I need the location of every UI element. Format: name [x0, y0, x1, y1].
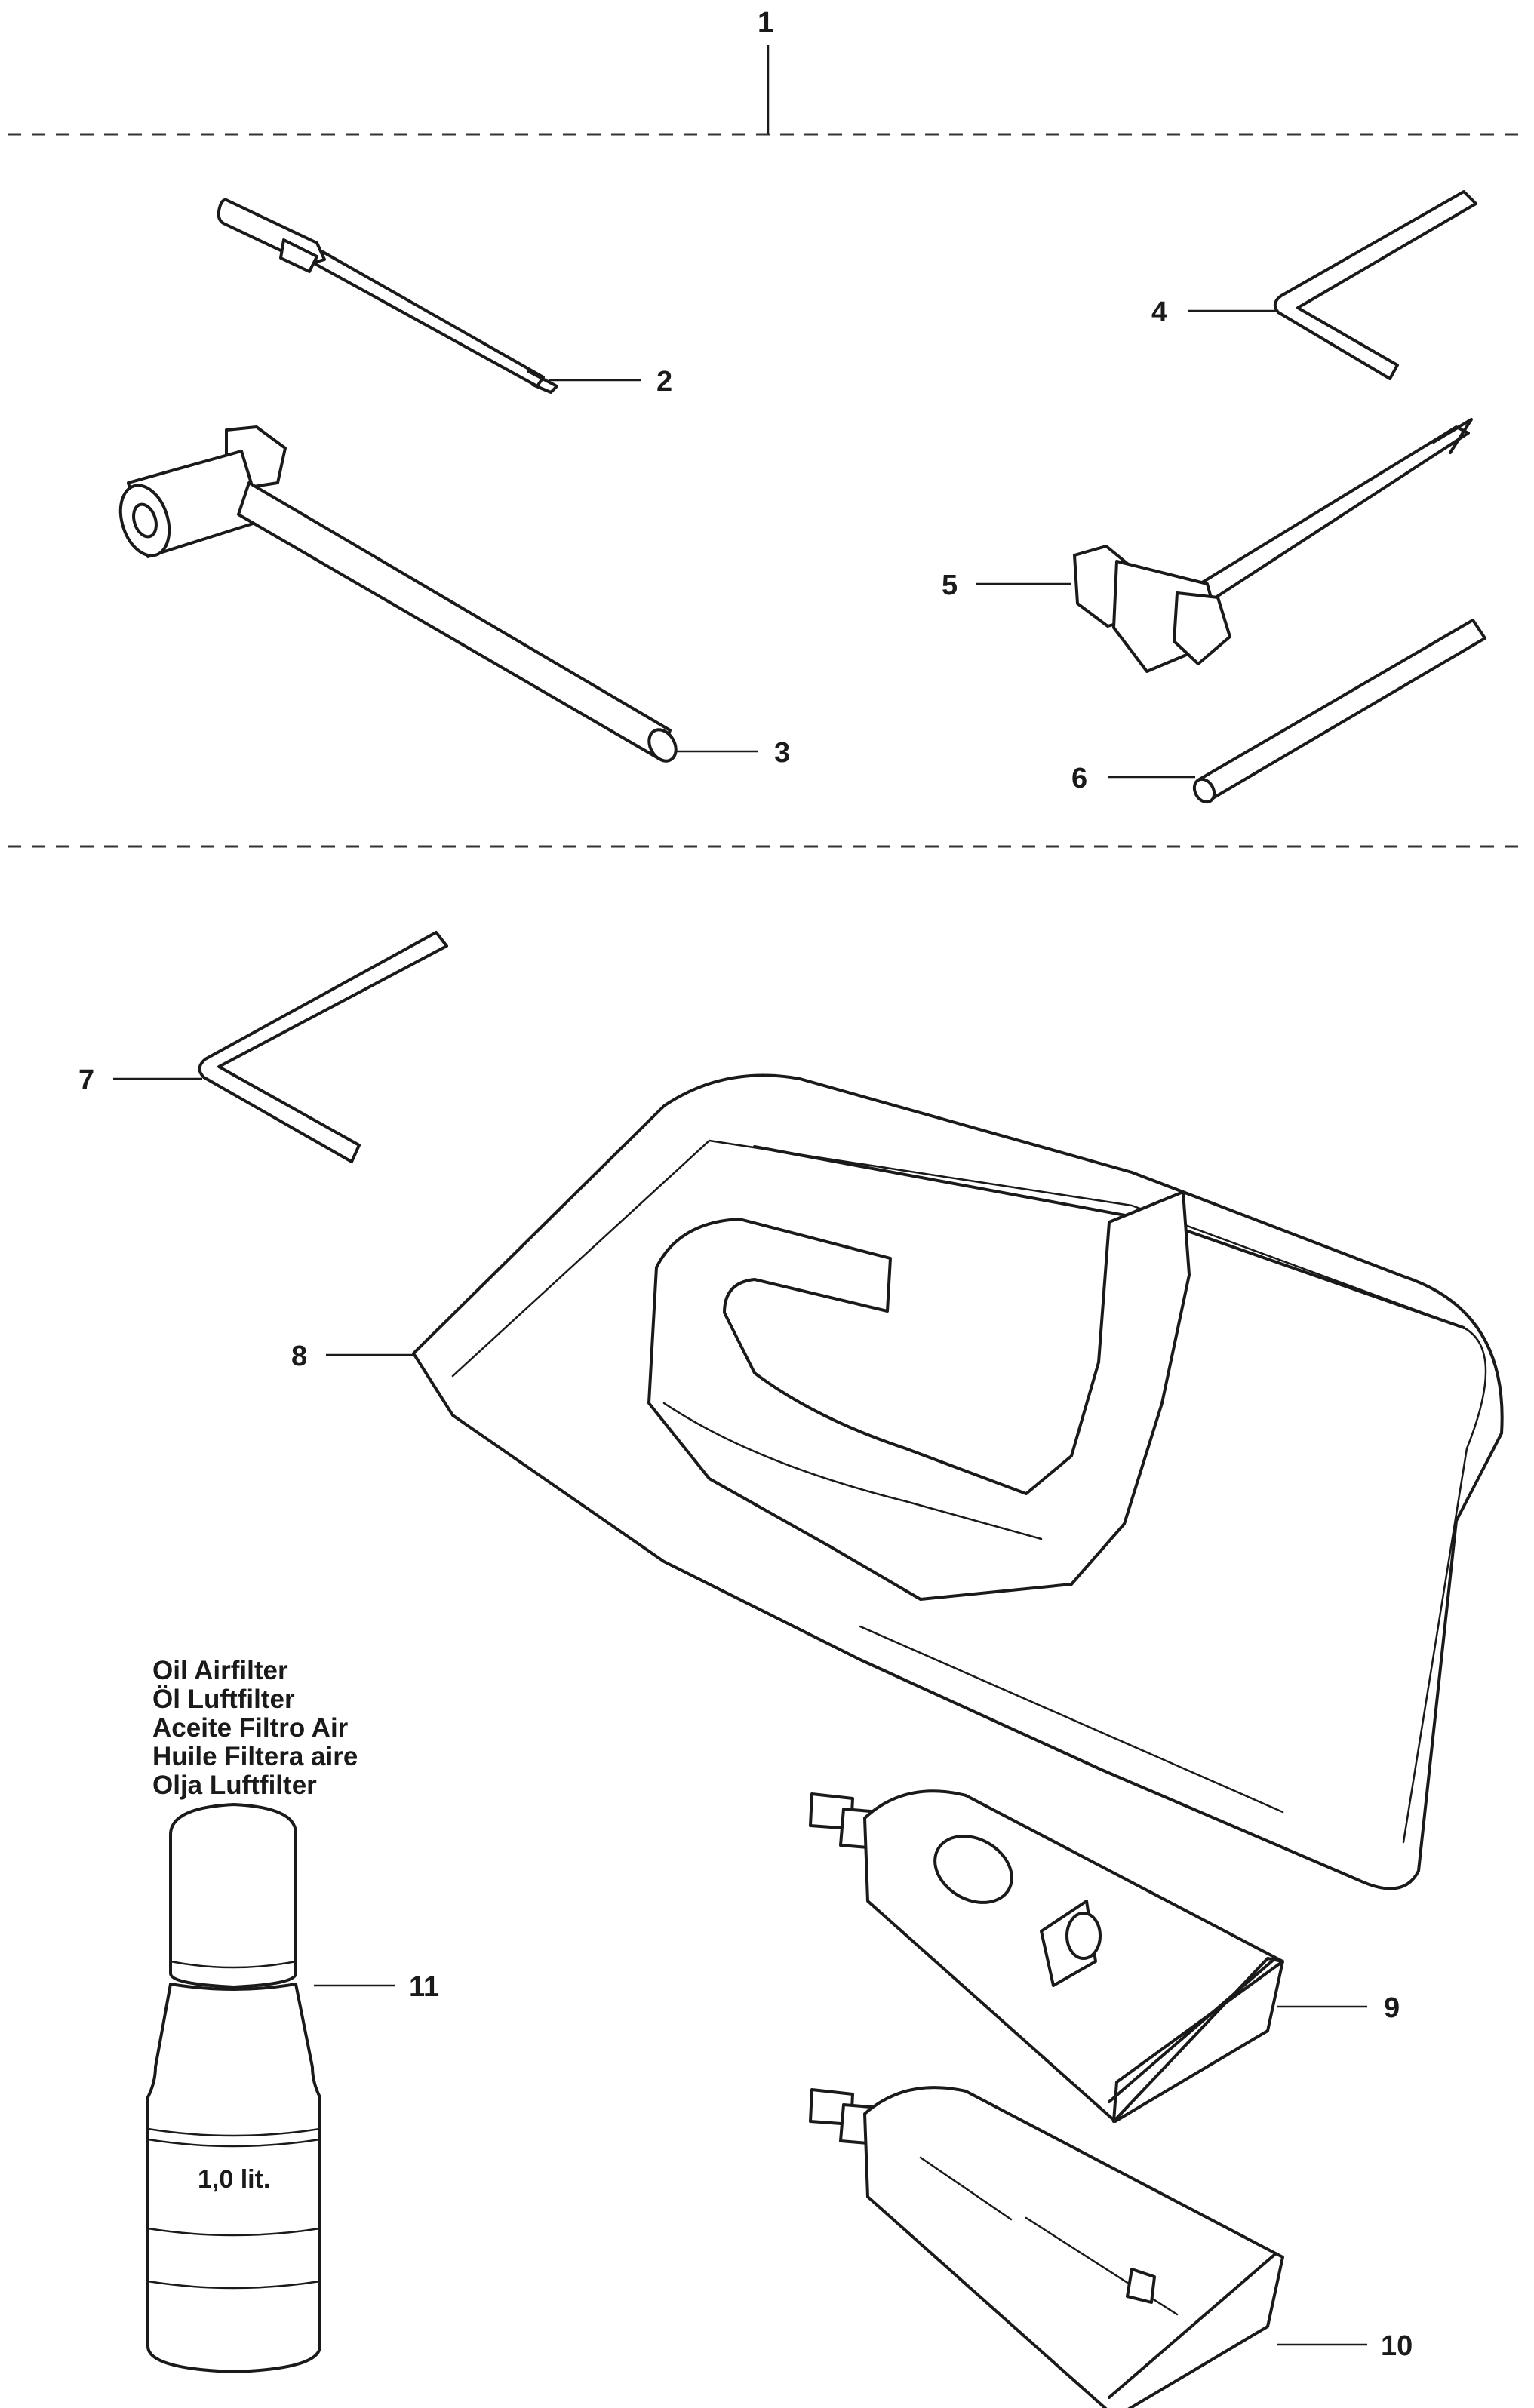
svg-text:8: 8: [291, 1341, 307, 1372]
svg-text:2: 2: [656, 366, 672, 398]
hex-key-icon: [1273, 190, 1477, 380]
tool-bag-icon: [412, 1073, 1504, 1890]
callout-11[interactable]: 11: [314, 1971, 439, 2003]
legend-line-en: Oil Airfilter: [152, 1656, 288, 1685]
callout-3[interactable]: 3: [675, 737, 790, 769]
svg-text:7: 7: [78, 1064, 94, 1096]
bottle-volume-label: 1,0 lit.: [198, 2165, 270, 2194]
callout-8[interactable]: 8: [291, 1341, 413, 1372]
hex-key-icon: [198, 931, 448, 1163]
svg-text:9: 9: [1384, 1992, 1400, 2024]
callout-2[interactable]: 2: [549, 366, 672, 398]
callout-9[interactable]: 9: [1277, 1992, 1400, 2024]
callout-5[interactable]: 5: [942, 570, 1071, 601]
svg-text:4: 4: [1151, 296, 1167, 328]
legend-line-fr: Huile Filtera aire: [152, 1742, 358, 1771]
oil-airfilter-legend: Oil Airfilter Öl Luftfilter Aceite Filtr…: [152, 1657, 358, 1800]
grease-tube-icon: [809, 1789, 1284, 2123]
tommy-bar-icon: [1192, 619, 1486, 804]
t-socket-wrench-icon: [118, 425, 678, 763]
callout-1[interactable]: 1: [758, 7, 773, 134]
svg-text:5: 5: [942, 570, 958, 601]
grease-tube-icon: [809, 2086, 1284, 2408]
callout-4[interactable]: 4: [1151, 296, 1278, 328]
legend-line-sv: Olja Luftfilter: [152, 1771, 317, 1800]
svg-text:11: 11: [409, 1971, 439, 2003]
svg-text:1: 1: [758, 7, 773, 38]
legend-line-es: Aceite Filtro Air: [152, 1713, 349, 1743]
screwdriver-icon: [217, 198, 558, 394]
oil-bottle-icon: 1,0 lit.: [146, 1803, 321, 2373]
svg-text:10: 10: [1381, 2330, 1413, 2362]
callout-6[interactable]: 6: [1071, 763, 1195, 794]
callout-7[interactable]: 7: [78, 1064, 202, 1096]
callout-10[interactable]: 10: [1277, 2330, 1413, 2362]
combination-spanner-icon: [1073, 418, 1473, 673]
svg-text:6: 6: [1071, 763, 1087, 794]
legend-line-de: Öl Luftfilter: [152, 1685, 295, 1714]
svg-text:3: 3: [774, 737, 790, 769]
